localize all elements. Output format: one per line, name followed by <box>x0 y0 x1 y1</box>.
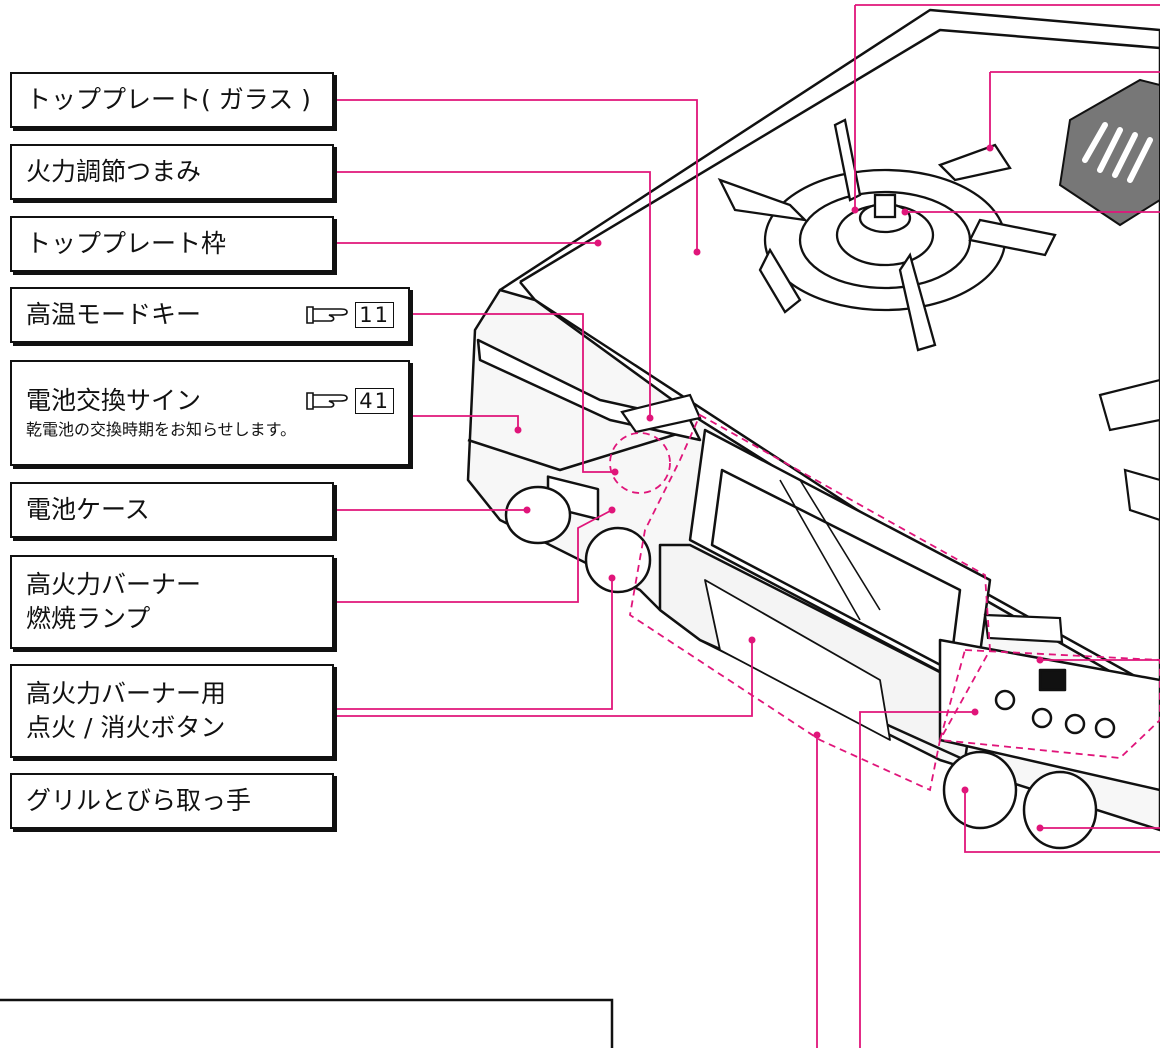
label-text: グリルとびら取っ手 <box>26 786 252 816</box>
page-reference: 41 <box>305 388 394 414</box>
burner <box>717 118 1057 352</box>
exhaust-vent <box>1058 78 1160 227</box>
hob-body <box>466 8 1160 832</box>
rear-burner-partial <box>1098 378 1160 522</box>
leader-lines <box>334 4 1160 1048</box>
label-grill-handle: グリルとびら取っ手 <box>10 773 334 829</box>
label-top-plate-frame: トッププレート枠 <box>10 216 334 272</box>
label-text: 火力調節つまみ <box>26 157 202 187</box>
page-number: 41 <box>355 388 394 414</box>
label-burner-lamp: 高火力バーナー 燃焼ランプ <box>10 555 334 649</box>
label-high-temp-key: 高温モードキー 11 <box>10 287 410 343</box>
label-battery-sign: 電池交換サイン 41 乾電池の交換時期をお知らせします。 <box>10 360 410 466</box>
pointing-hand-icon <box>306 392 349 410</box>
label-text: 電池ケース <box>26 495 150 525</box>
label-text: トッププレート枠 <box>26 229 227 259</box>
label-text: 電池交換サイン <box>26 386 202 416</box>
label-note: 乾電池の交換時期をお知らせします。 <box>26 419 297 439</box>
label-text: トッププレート( ガラス ) <box>26 85 311 115</box>
label-battery-case: 電池ケース <box>10 482 334 538</box>
leader-dots <box>514 144 1044 832</box>
pointing-hand-icon <box>306 306 349 324</box>
page-reference: 11 <box>305 302 394 328</box>
label-text-line2: 点火 / 消火ボタン <box>26 713 226 742</box>
label-text-line1: 高火力バーナー用 <box>26 679 227 709</box>
bottom-note-frame <box>0 998 614 1048</box>
label-text: 高温モードキー <box>26 300 202 330</box>
label-ignition-button: 高火力バーナー用 点火 / 消火ボタン <box>10 664 334 758</box>
label-top-plate-glass: トッププレート( ガラス ) <box>10 72 334 128</box>
page-number: 11 <box>355 302 394 328</box>
highlight-regions <box>609 413 1160 792</box>
label-text-line2: 燃焼ランプ <box>26 604 151 633</box>
label-heat-knob: 火力調節つまみ <box>10 144 334 200</box>
label-text-line1: 高火力バーナー <box>26 570 202 600</box>
heat-knobs <box>620 393 1064 644</box>
